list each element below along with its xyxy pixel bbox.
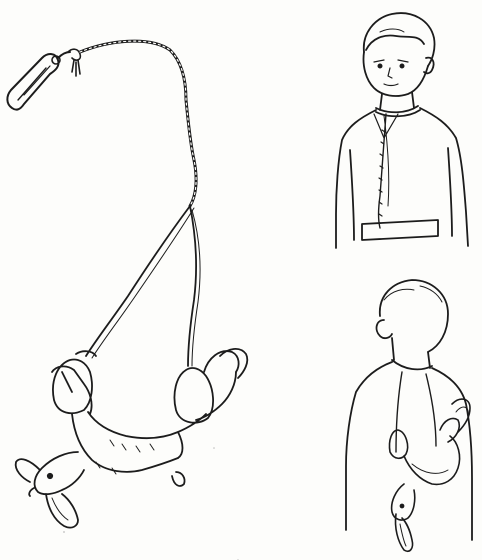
boy-front-icon — [336, 13, 468, 248]
cord-with-hare-panel — [7, 41, 247, 527]
twisted-cord-icon — [80, 41, 200, 366]
hare-on-back-icon — [389, 399, 470, 551]
paper-speck-marks — [63, 447, 239, 560]
cord-knot-icon — [68, 49, 80, 76]
boy-back-icon — [346, 280, 472, 540]
snap-hook-icon — [7, 52, 70, 110]
hare-icon — [16, 349, 248, 528]
